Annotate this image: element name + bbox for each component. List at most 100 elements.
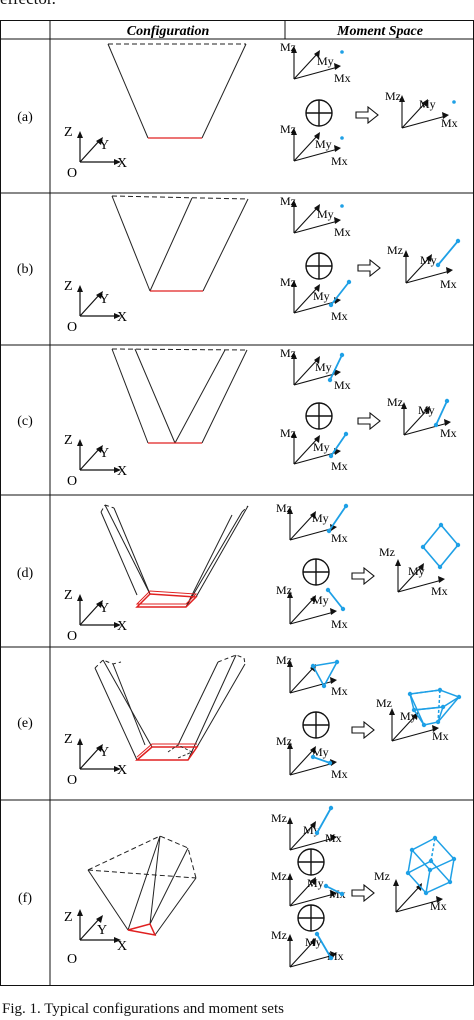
svg-text:Mx: Mx <box>334 225 351 239</box>
xyz-axes-b: Z Y X O <box>64 279 127 335</box>
xyz-axes-d: Z Y X O <box>64 588 127 644</box>
svg-text:My: My <box>312 593 329 607</box>
svg-text:Z: Z <box>64 910 73 925</box>
moment-f: Mz My Mx Mz My Mx Mz My Mx Mz Mx <box>271 805 457 968</box>
svg-text:Mz: Mz <box>280 194 296 208</box>
svg-text:Mx: Mx <box>331 531 348 545</box>
svg-text:Y: Y <box>99 601 109 616</box>
svg-text:My: My <box>307 876 324 890</box>
header-moment-space: Moment Space <box>336 24 423 39</box>
svg-text:Z: Z <box>64 588 73 603</box>
svg-text:Y: Y <box>99 745 109 760</box>
header-configuration: Configuration <box>127 24 210 39</box>
svg-text:Mz: Mz <box>276 734 292 748</box>
svg-text:O: O <box>67 320 77 335</box>
svg-text:My: My <box>315 137 332 151</box>
row-label-c: (c) <box>17 414 33 429</box>
row-label-d: (d) <box>17 566 34 581</box>
row-label-e: (e) <box>17 716 33 731</box>
svg-text:Mz: Mz <box>387 395 403 409</box>
figure-table: Configuration Moment Space (a) (b) (c) (… <box>0 20 474 986</box>
svg-text:My: My <box>420 253 437 267</box>
row-label-f: (f) <box>18 891 32 906</box>
xyz-axes-e: Z Y X O <box>64 732 127 788</box>
xyz-axes-c: Z Y X O <box>64 433 127 489</box>
svg-text:O: O <box>67 629 77 644</box>
svg-text:Mx: Mx <box>431 584 448 598</box>
svg-text:Mz: Mz <box>271 928 287 942</box>
svg-text:Mx: Mx <box>331 154 348 168</box>
preceding-text-fragment: effector. <box>0 0 56 9</box>
config-a <box>107 43 247 139</box>
svg-text:My: My <box>419 97 436 111</box>
svg-text:Mx: Mx <box>441 116 458 130</box>
svg-text:Z: Z <box>64 732 73 747</box>
svg-text:My: My <box>317 207 334 221</box>
config-f <box>87 835 197 936</box>
config-c <box>111 348 248 444</box>
svg-text:My: My <box>312 745 329 759</box>
svg-text:Mx: Mx <box>331 767 348 781</box>
svg-text:X: X <box>117 156 127 171</box>
svg-text:X: X <box>117 310 127 325</box>
svg-text:Mx: Mx <box>440 426 457 440</box>
moment-a: Mz My Mx Mz My Mx Mz My Mx <box>280 40 458 168</box>
svg-text:Mz: Mz <box>271 811 287 825</box>
moment-c: Mz My Mx Mz My Mx Mz My Mx <box>280 346 457 473</box>
svg-text:My: My <box>315 360 332 374</box>
svg-text:X: X <box>117 939 127 954</box>
svg-text:Mz: Mz <box>385 89 401 103</box>
svg-text:Mx: Mx <box>331 617 348 631</box>
svg-text:O: O <box>67 773 77 788</box>
svg-text:Mz: Mz <box>376 696 392 710</box>
figure-caption: Fig. 1. Typical configurations and momen… <box>2 1001 284 1017</box>
svg-text:O: O <box>67 166 77 181</box>
svg-text:My: My <box>418 403 435 417</box>
svg-text:My: My <box>313 289 330 303</box>
svg-text:Mz: Mz <box>276 501 292 515</box>
svg-text:My: My <box>313 440 330 454</box>
svg-text:Y: Y <box>99 292 109 307</box>
svg-text:Mx: Mx <box>331 309 348 323</box>
svg-text:O: O <box>67 952 77 967</box>
svg-text:Y: Y <box>99 138 109 153</box>
moment-d: Mz My Mx Mz My Mx Mz My Mx <box>276 501 461 631</box>
svg-text:Mz: Mz <box>276 653 292 667</box>
svg-text:Mz: Mz <box>379 545 395 559</box>
table-grid <box>0 20 474 986</box>
svg-text:My: My <box>317 54 334 68</box>
svg-text:Mz: Mz <box>387 243 403 257</box>
svg-text:Mz: Mz <box>280 275 296 289</box>
svg-text:X: X <box>117 464 127 479</box>
config-e <box>94 654 246 761</box>
config-b <box>111 195 249 292</box>
row-label-b: (b) <box>17 262 34 277</box>
svg-text:Z: Z <box>64 125 73 140</box>
row-label-a: (a) <box>17 110 33 125</box>
svg-text:Mz: Mz <box>280 346 296 360</box>
svg-text:Mx: Mx <box>432 729 449 743</box>
svg-text:Mx: Mx <box>430 899 447 913</box>
svg-text:My: My <box>312 511 329 525</box>
svg-text:Mx: Mx <box>331 684 348 698</box>
svg-text:Z: Z <box>64 433 73 448</box>
svg-text:Z: Z <box>64 279 73 294</box>
svg-text:X: X <box>117 763 127 778</box>
svg-text:Y: Y <box>97 923 107 938</box>
svg-text:O: O <box>67 474 77 489</box>
svg-text:Mx: Mx <box>334 71 351 85</box>
svg-text:Mz: Mz <box>280 426 296 440</box>
config-d <box>100 504 249 608</box>
svg-text:Mz: Mz <box>280 122 296 136</box>
svg-text:Mz: Mz <box>276 583 292 597</box>
svg-text:Mx: Mx <box>325 831 342 845</box>
svg-text:Mx: Mx <box>440 277 457 291</box>
svg-text:Mz: Mz <box>271 869 287 883</box>
svg-text:My: My <box>400 709 417 723</box>
svg-text:Mx: Mx <box>334 378 351 392</box>
svg-text:My: My <box>408 564 425 578</box>
svg-text:Y: Y <box>99 446 109 461</box>
svg-text:My: My <box>305 935 322 949</box>
svg-text:Mx: Mx <box>331 459 348 473</box>
xyz-axes-a: Z Y X O <box>64 125 127 181</box>
